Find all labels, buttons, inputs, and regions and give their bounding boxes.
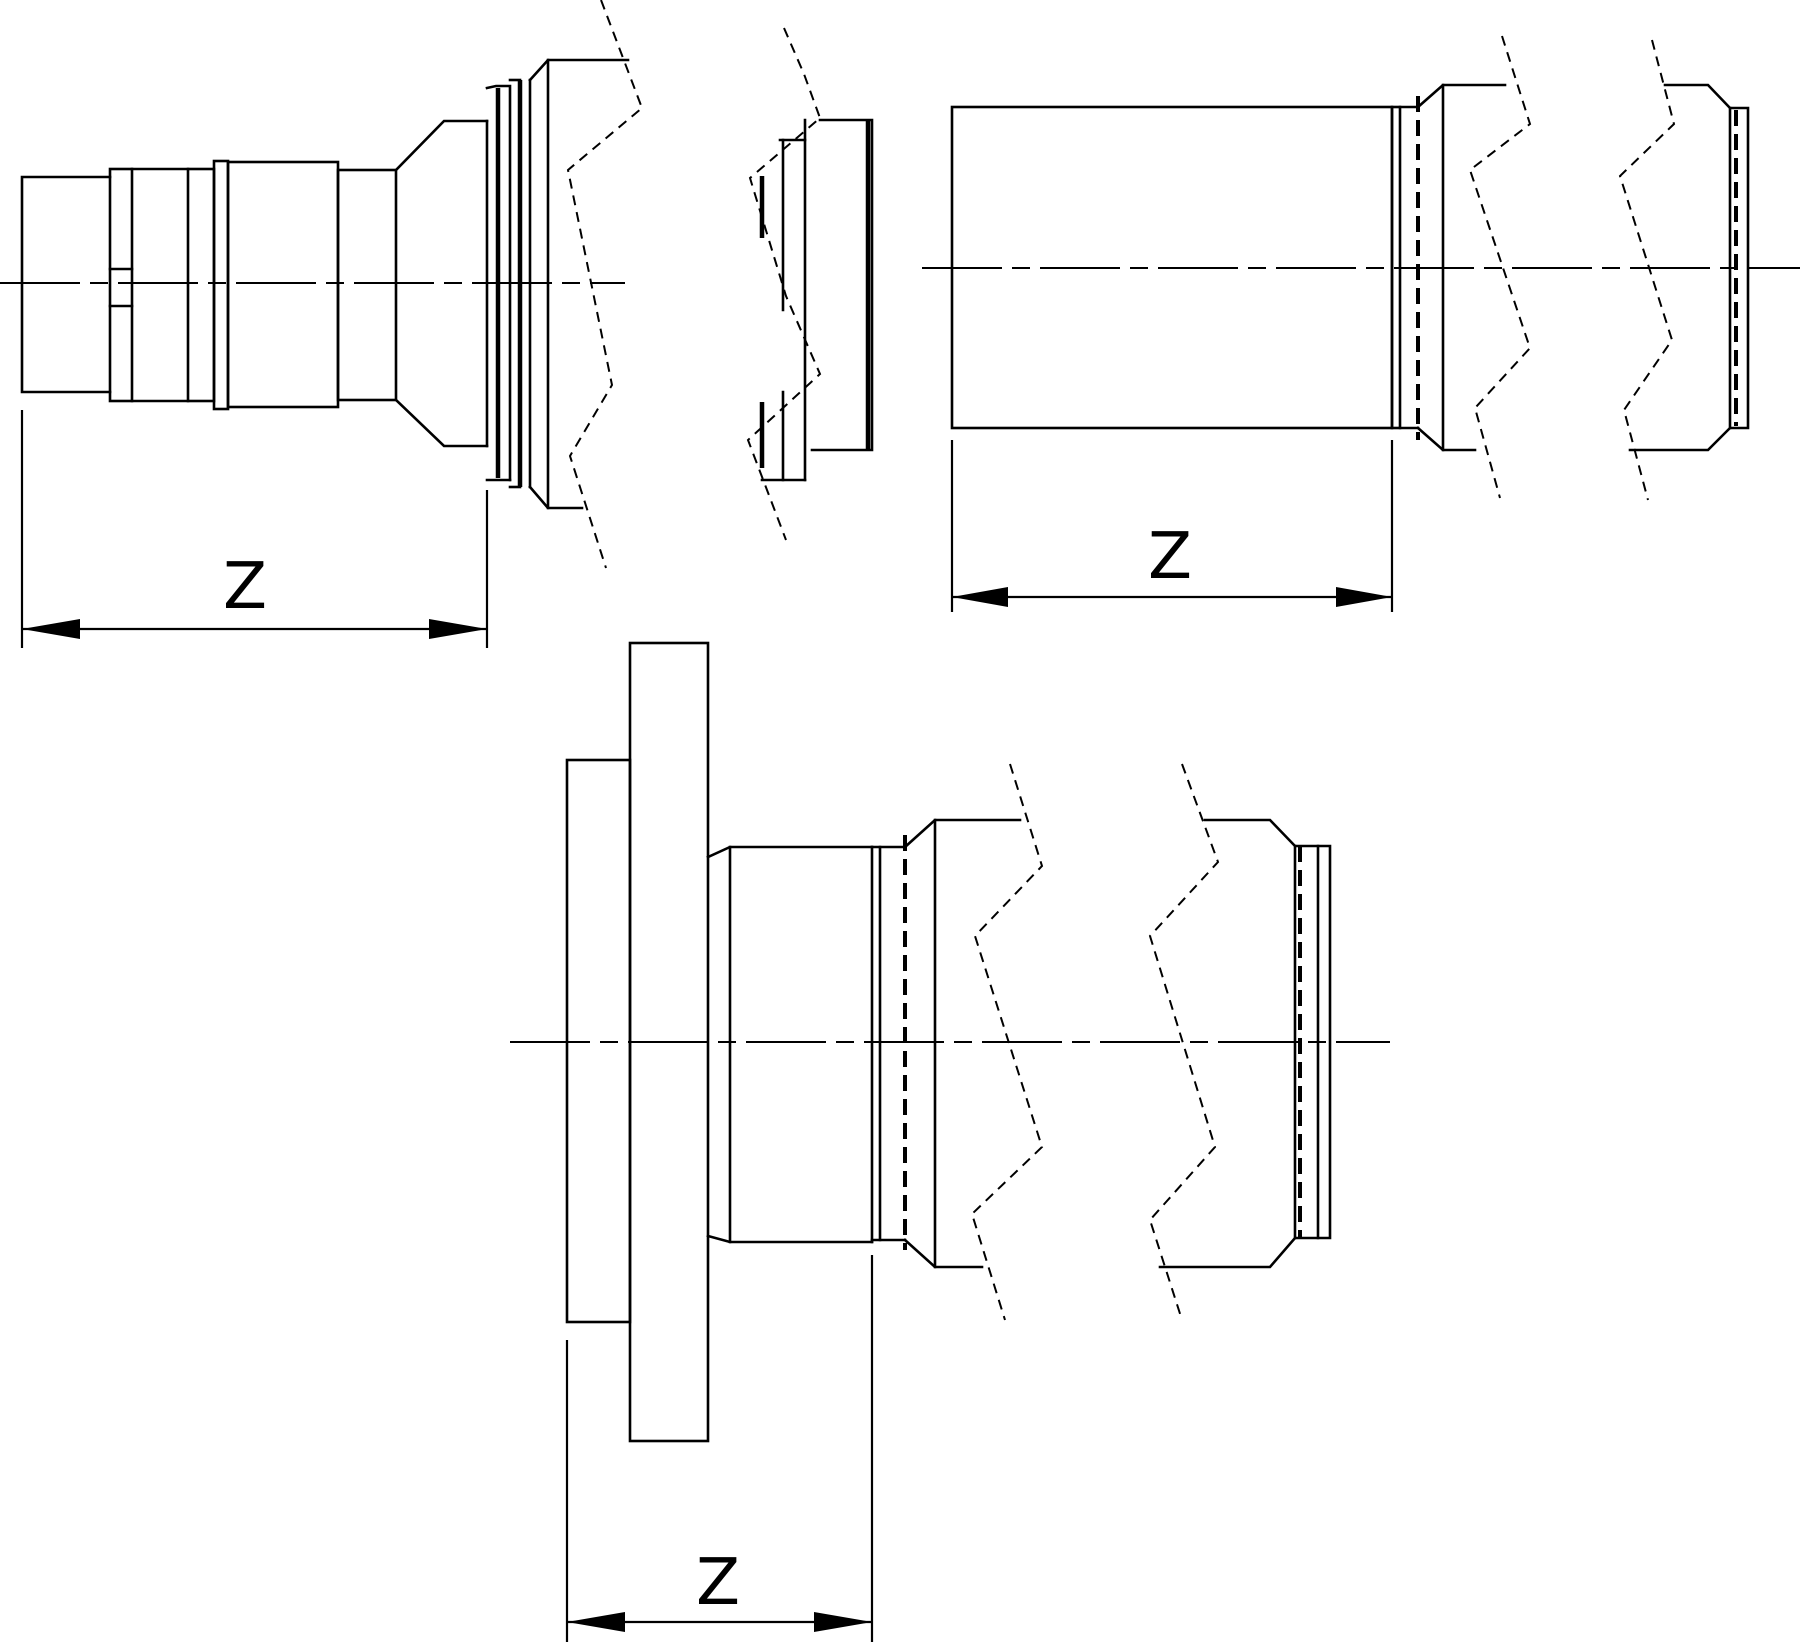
fitting-spigot-pipe: Z (922, 35, 1800, 612)
fitting-threaded-adapter: Z (0, 0, 874, 648)
dimension-label-z: Z (696, 1546, 740, 1620)
dimension-label-z: Z (1148, 520, 1192, 594)
fitting-flange-adapter: Z (510, 641, 1390, 1642)
dimension-label-z: Z (223, 550, 267, 624)
